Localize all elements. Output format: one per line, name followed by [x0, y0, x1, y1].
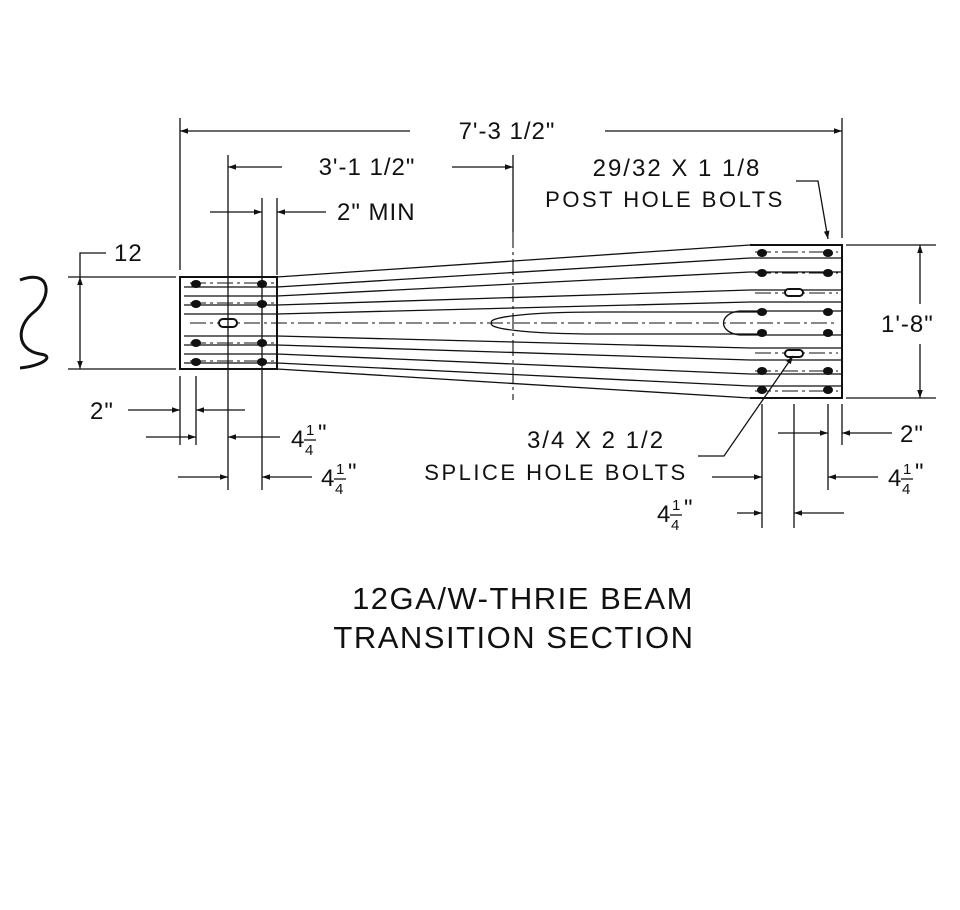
svg-text:": "	[915, 459, 925, 486]
svg-text:4: 4	[291, 426, 305, 453]
spacing-label-right-upper: 4 1 4 "	[888, 459, 925, 498]
spacing-label-right-lower: 4 1 4 "	[657, 495, 694, 534]
splice-bolts-label: SPLICE HOLE BOLTS	[424, 460, 687, 485]
spacing-label-left-lower: 4 1 4 "	[321, 459, 358, 498]
left-edge-label: 2"	[90, 398, 114, 425]
svg-text:4: 4	[902, 481, 911, 498]
svg-text:": "	[684, 495, 694, 522]
right-edge-label: 2"	[900, 421, 924, 448]
svg-text:4: 4	[305, 442, 314, 459]
leader-lines	[698, 180, 830, 457]
svg-text:1: 1	[672, 497, 681, 514]
title-line-1: 12GA/W-THRIE BEAM	[352, 581, 694, 616]
min-spacing-label: 2" MIN	[337, 199, 416, 226]
overall-length-label: 7'-3 1/2"	[459, 118, 556, 145]
svg-text:1: 1	[903, 461, 912, 478]
svg-text:": "	[318, 420, 328, 447]
svg-text:4: 4	[657, 501, 671, 528]
title-line-2: TRANSITION SECTION	[333, 620, 694, 655]
splice-bolts-size: 3/4 X 2 1/2	[527, 427, 665, 454]
svg-text:4: 4	[888, 465, 902, 492]
spacing-label-left-upper: 4 1 4 "	[291, 420, 328, 459]
bolt-holes	[191, 249, 833, 394]
thrie-depth-label: 1'-8"	[881, 311, 934, 338]
taper-length-label: 3'-1 1/2"	[319, 154, 416, 181]
svg-text:": "	[348, 459, 358, 486]
post-bolts-label: POST HOLE BOLTS	[545, 187, 785, 212]
beam-outline	[179, 244, 843, 399]
svg-text:1: 1	[306, 422, 315, 439]
svg-text:4: 4	[321, 465, 335, 492]
dimension-lines	[77, 128, 923, 516]
svg-text:4: 4	[335, 481, 344, 498]
svg-text:1: 1	[336, 461, 345, 478]
svg-text:4: 4	[671, 517, 680, 534]
post-bolts-size: 29/32 X 1 1/8	[593, 155, 762, 182]
w-beam-profile-icon	[19, 275, 49, 370]
w-depth-label: 12	[114, 240, 143, 267]
